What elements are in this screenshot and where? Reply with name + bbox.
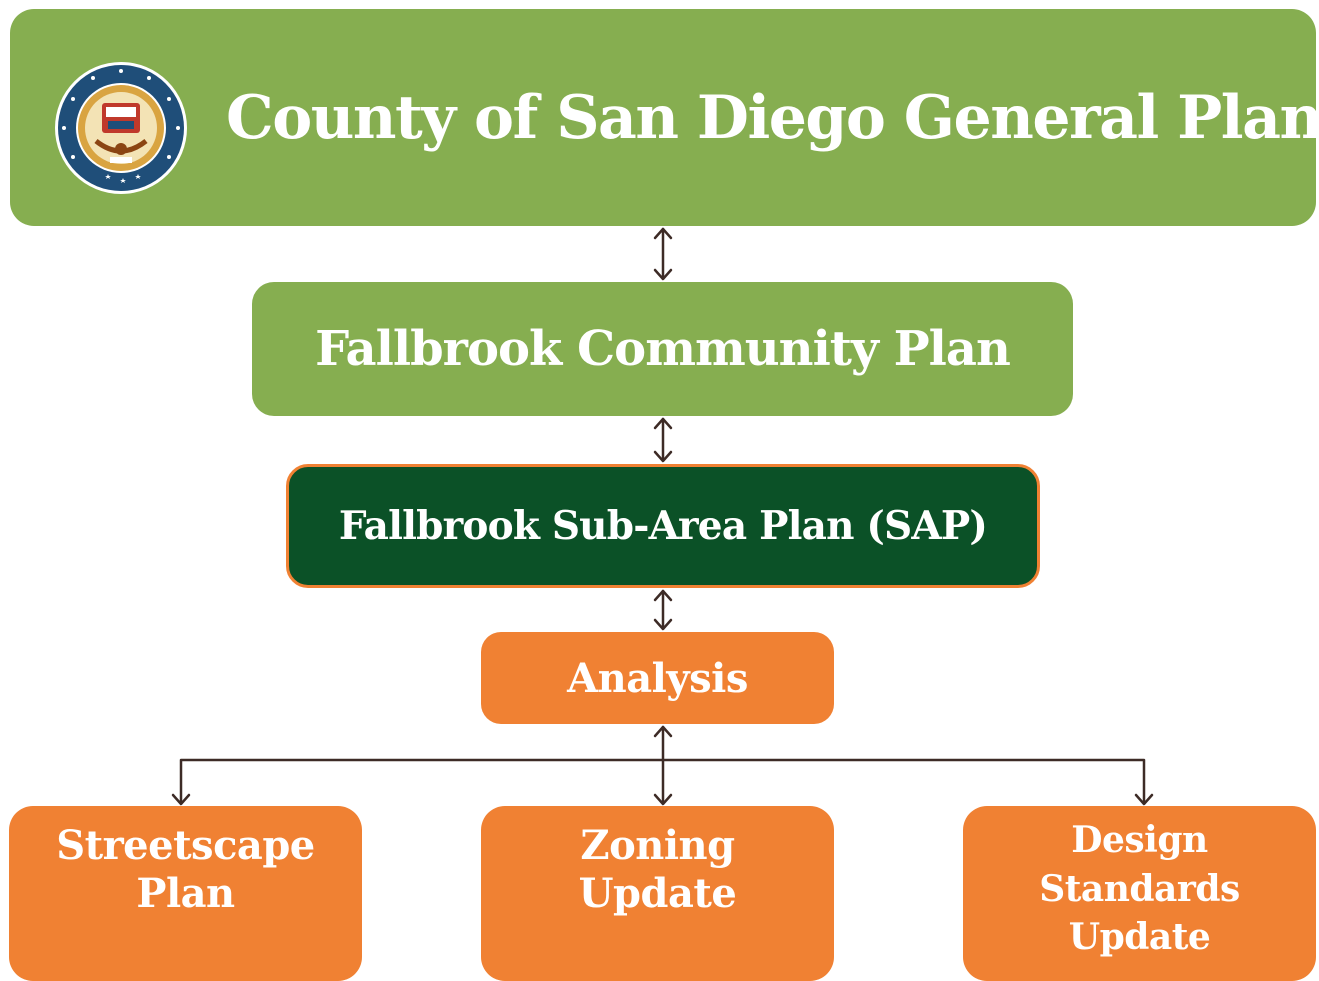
analysis-label: Analysis [567,654,748,702]
zoning-line-1: Zoning [580,822,735,869]
analysis-box: Analysis [481,632,834,724]
community-plan-box: Fallbrook Community Plan [252,282,1073,416]
design-standards-update-box: Design Standards Update [963,806,1316,981]
arrow-analysis-to-outputs [171,725,1154,806]
sub-area-plan-label: Fallbrook Sub-Area Plan (SAP) [338,503,988,549]
general-plan-box: County of San Diego General Plan [10,9,1319,226]
zoning-update-box: Zoning Update [481,806,834,981]
arrow-community-to-sap [653,417,673,463]
zoning-line-2: Update [578,870,737,917]
design-line-1: Design [1071,819,1208,861]
streetscape-line-2: Plan [136,870,235,917]
sub-area-plan-box: Fallbrook Sub-Area Plan (SAP) [286,464,1040,588]
arrow-general-to-community [653,227,673,281]
general-plan-title: County of San Diego General Plan [226,82,1319,153]
county-seal-logo [55,62,187,194]
streetscape-plan-box: Streetscape Plan [9,806,362,981]
design-line-2: Standards [1039,867,1240,910]
arrow-sap-to-analysis [653,589,673,631]
design-line-3: Update [1068,916,1211,959]
streetscape-line-1: Streetscape [56,822,315,869]
community-plan-label: Fallbrook Community Plan [315,321,1011,377]
